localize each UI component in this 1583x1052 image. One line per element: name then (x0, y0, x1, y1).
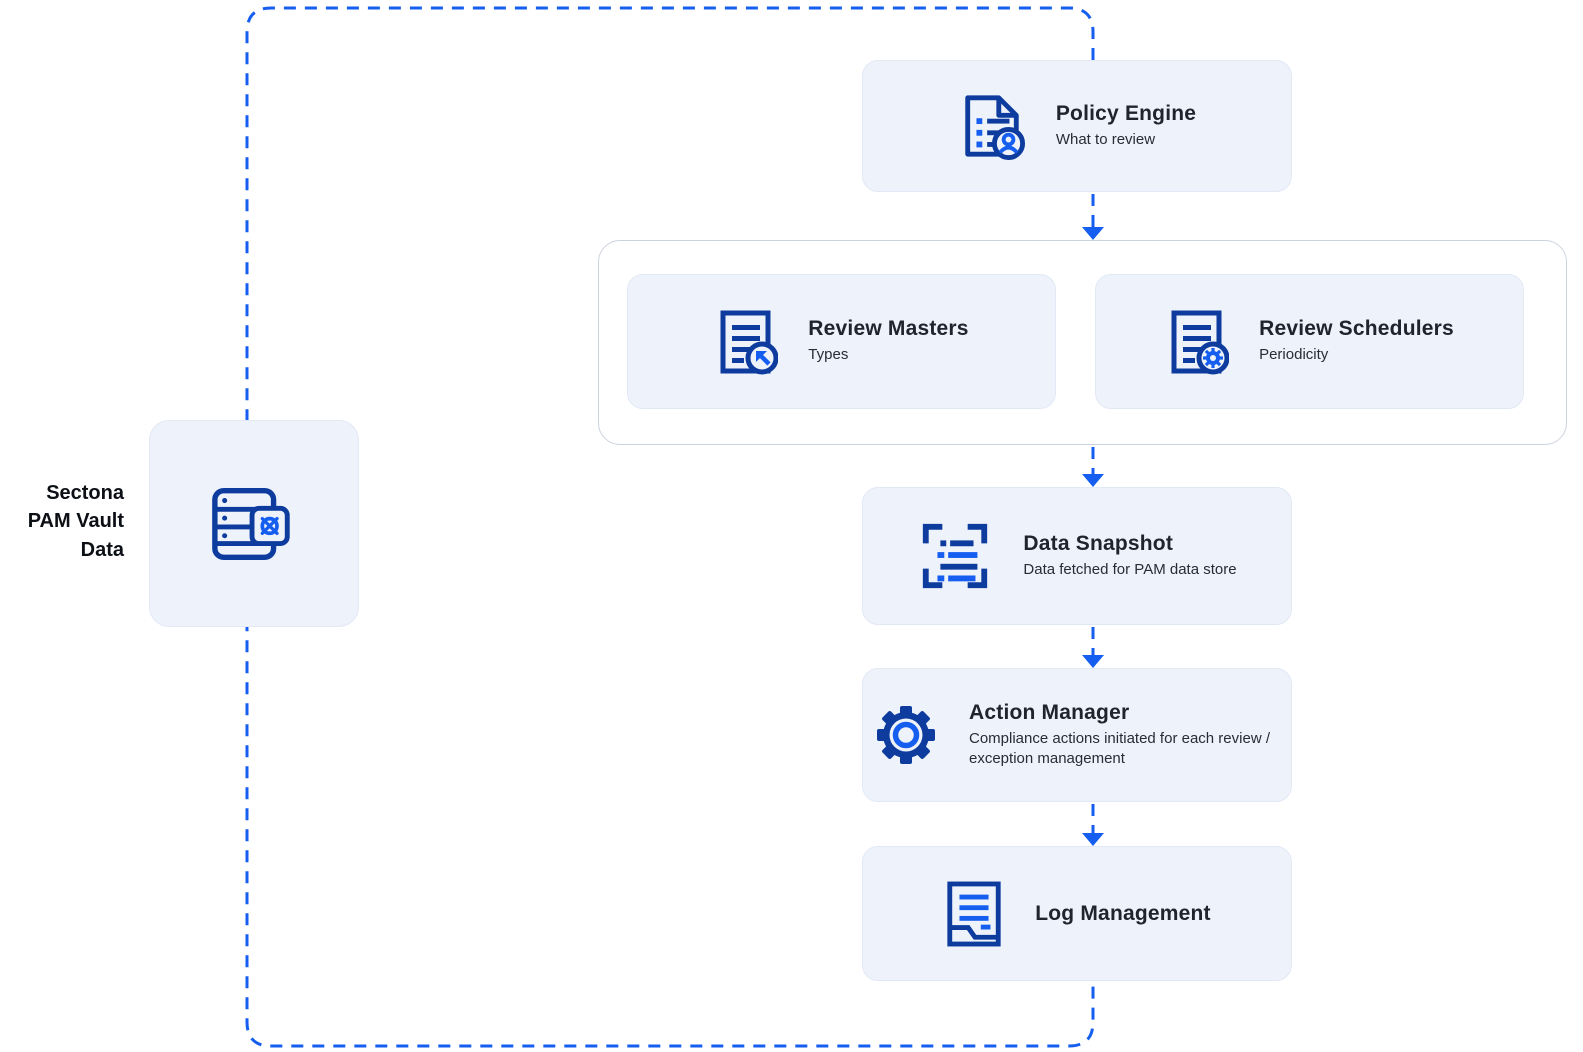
node-data-snapshot: Data Snapshot Data fetched for PAM data … (862, 487, 1292, 625)
node-title: Review Masters (808, 317, 969, 341)
node-title: Review Schedulers (1259, 317, 1454, 341)
vault-server-icon (212, 487, 290, 560)
log-document-icon (947, 881, 1001, 946)
document-arrow-icon (720, 310, 779, 374)
node-sectona-pam-vault (149, 420, 359, 627)
node-policy-engine: Policy Engine What to review (862, 60, 1292, 192)
gear-icon (877, 706, 935, 764)
arrow-down-icon (1082, 833, 1104, 846)
node-subtitle: Types (808, 346, 849, 364)
node-action-manager: Action Manager Compliance actions initia… (862, 668, 1292, 802)
source-label-line: Sectona (46, 482, 124, 504)
node-title: Action Manager (969, 700, 1130, 724)
source-label: Sectona PAM Vault Data (0, 479, 124, 564)
node-subtitle: Data fetched for PAM data store (1023, 560, 1237, 578)
document-gear-icon (1171, 310, 1230, 374)
node-title: Data Snapshot (1023, 531, 1174, 555)
document-user-icon (965, 95, 1025, 160)
node-review-schedulers: Review Schedulers Periodicity (1095, 274, 1524, 409)
arrow-down-icon (1082, 655, 1104, 668)
feedback-loop-path (245, 6, 1095, 1048)
source-label-line: PAM Vault (27, 510, 124, 533)
node-subtitle: What to review (1055, 130, 1156, 148)
arrow-down-icon (1082, 227, 1104, 240)
node-log-management: Log Management (862, 846, 1292, 981)
arrow-down-icon (1082, 474, 1104, 487)
node-title: Log Management (1035, 901, 1211, 925)
node-title: Policy Engine (1055, 101, 1197, 125)
source-label-line: Data (80, 538, 124, 561)
node-subtitle: Compliance actions initiated for each re… (969, 729, 1270, 767)
node-subtitle: Periodicity (1259, 346, 1329, 364)
node-review-masters: Review Masters Types (627, 274, 1056, 409)
scan-list-icon (923, 523, 988, 589)
